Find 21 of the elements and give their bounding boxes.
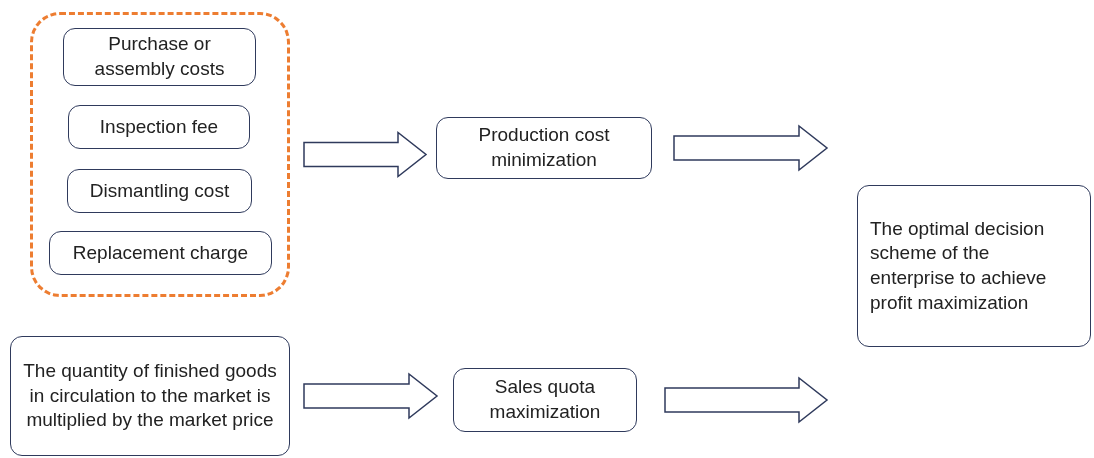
process-box [67,169,252,213]
process-box [436,117,652,179]
process-box [857,185,1091,347]
box-label: Purchase or assembly costs [93,32,226,81]
process-box [10,336,290,456]
block-arrow [303,372,439,420]
box-label: Replacement charge [72,240,249,265]
block-arrow [303,130,428,179]
box-label: Sales quota maximization [488,375,602,424]
box-label: The quantity of finished goods in circulation to the market is multiplied by the market price [23,358,277,433]
block-arrow [664,376,829,424]
process-box [68,105,250,149]
block-arrow [673,124,829,172]
box-label: Production cost minimization [477,123,611,172]
process-box [63,28,256,86]
dashed-group-box [30,12,290,297]
box-label: The optimal decision scheme of the enterprise to achieve profit maximization [870,216,1048,315]
box-label: Inspection fee [99,114,219,139]
process-box [49,231,272,275]
process-box [453,368,637,432]
box-label: Dismantling cost [89,178,230,203]
